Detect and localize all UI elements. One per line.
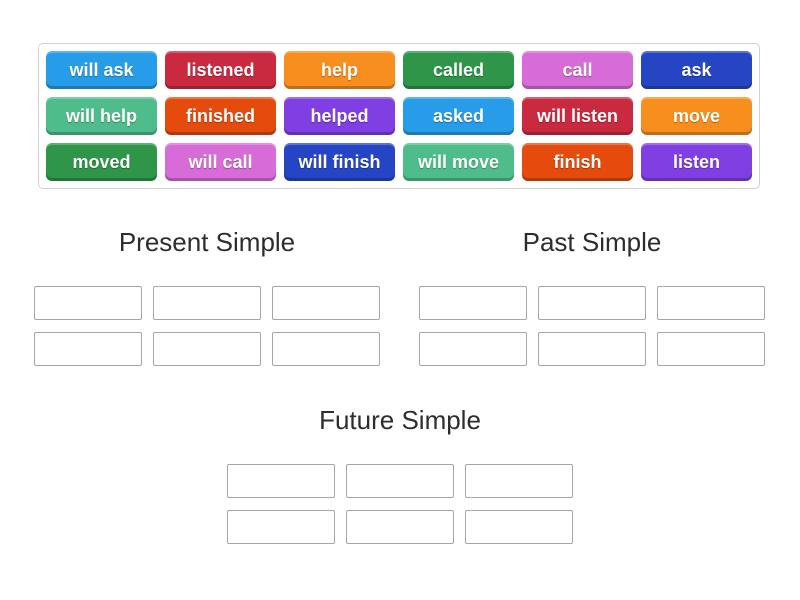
drop-slot[interactable] — [538, 332, 646, 366]
word-tile[interactable]: will finish — [284, 143, 395, 181]
drop-slot[interactable] — [346, 510, 454, 544]
drop-slot[interactable] — [153, 286, 261, 320]
word-tile[interactable]: finished — [165, 97, 276, 135]
group-title-present-simple: Present Simple — [118, 227, 296, 257]
word-tile[interactable]: moved — [46, 143, 157, 181]
drop-slot[interactable] — [34, 332, 142, 366]
word-tile[interactable]: listened — [165, 51, 276, 89]
drop-slot[interactable] — [538, 286, 646, 320]
word-tile[interactable]: helped — [284, 97, 395, 135]
drop-slot[interactable] — [465, 464, 573, 498]
word-tile[interactable]: help — [284, 51, 395, 89]
slot-grid-past-simple — [419, 286, 765, 366]
group-title-future-simple: Future Simple — [319, 405, 481, 435]
drop-slot[interactable] — [227, 510, 335, 544]
word-tile[interactable]: ask — [641, 51, 752, 89]
drop-slot[interactable] — [465, 510, 573, 544]
word-tile[interactable]: will call — [165, 143, 276, 181]
word-tile[interactable]: will listen — [522, 97, 633, 135]
drop-slot[interactable] — [34, 286, 142, 320]
word-tile[interactable]: move — [641, 97, 752, 135]
drop-slot[interactable] — [657, 286, 765, 320]
word-tile[interactable]: finish — [522, 143, 633, 181]
drop-slot[interactable] — [227, 464, 335, 498]
slot-grid-present-simple — [34, 286, 380, 366]
group-future-simple: Future Simple — [227, 402, 573, 544]
drop-slot[interactable] — [272, 332, 380, 366]
slot-grid-future-simple — [227, 464, 573, 544]
word-tile[interactable]: called — [403, 51, 514, 89]
word-tile[interactable]: will help — [46, 97, 157, 135]
word-tile[interactable]: asked — [403, 97, 514, 135]
drop-slot[interactable] — [419, 332, 527, 366]
drop-slot[interactable] — [272, 286, 380, 320]
word-tile[interactable]: will ask — [46, 51, 157, 89]
word-tile[interactable]: call — [522, 51, 633, 89]
drop-slot[interactable] — [346, 464, 454, 498]
word-tile[interactable]: listen — [641, 143, 752, 181]
drop-slot[interactable] — [153, 332, 261, 366]
group-present-simple: Present Simple — [34, 224, 380, 366]
drop-slot[interactable] — [657, 332, 765, 366]
group-title-past-simple: Past Simple — [522, 227, 662, 257]
word-tile[interactable]: will move — [403, 143, 514, 181]
word-bank: will ask listened help called call ask w… — [38, 43, 760, 189]
drop-slot[interactable] — [419, 286, 527, 320]
group-past-simple: Past Simple — [419, 224, 765, 366]
